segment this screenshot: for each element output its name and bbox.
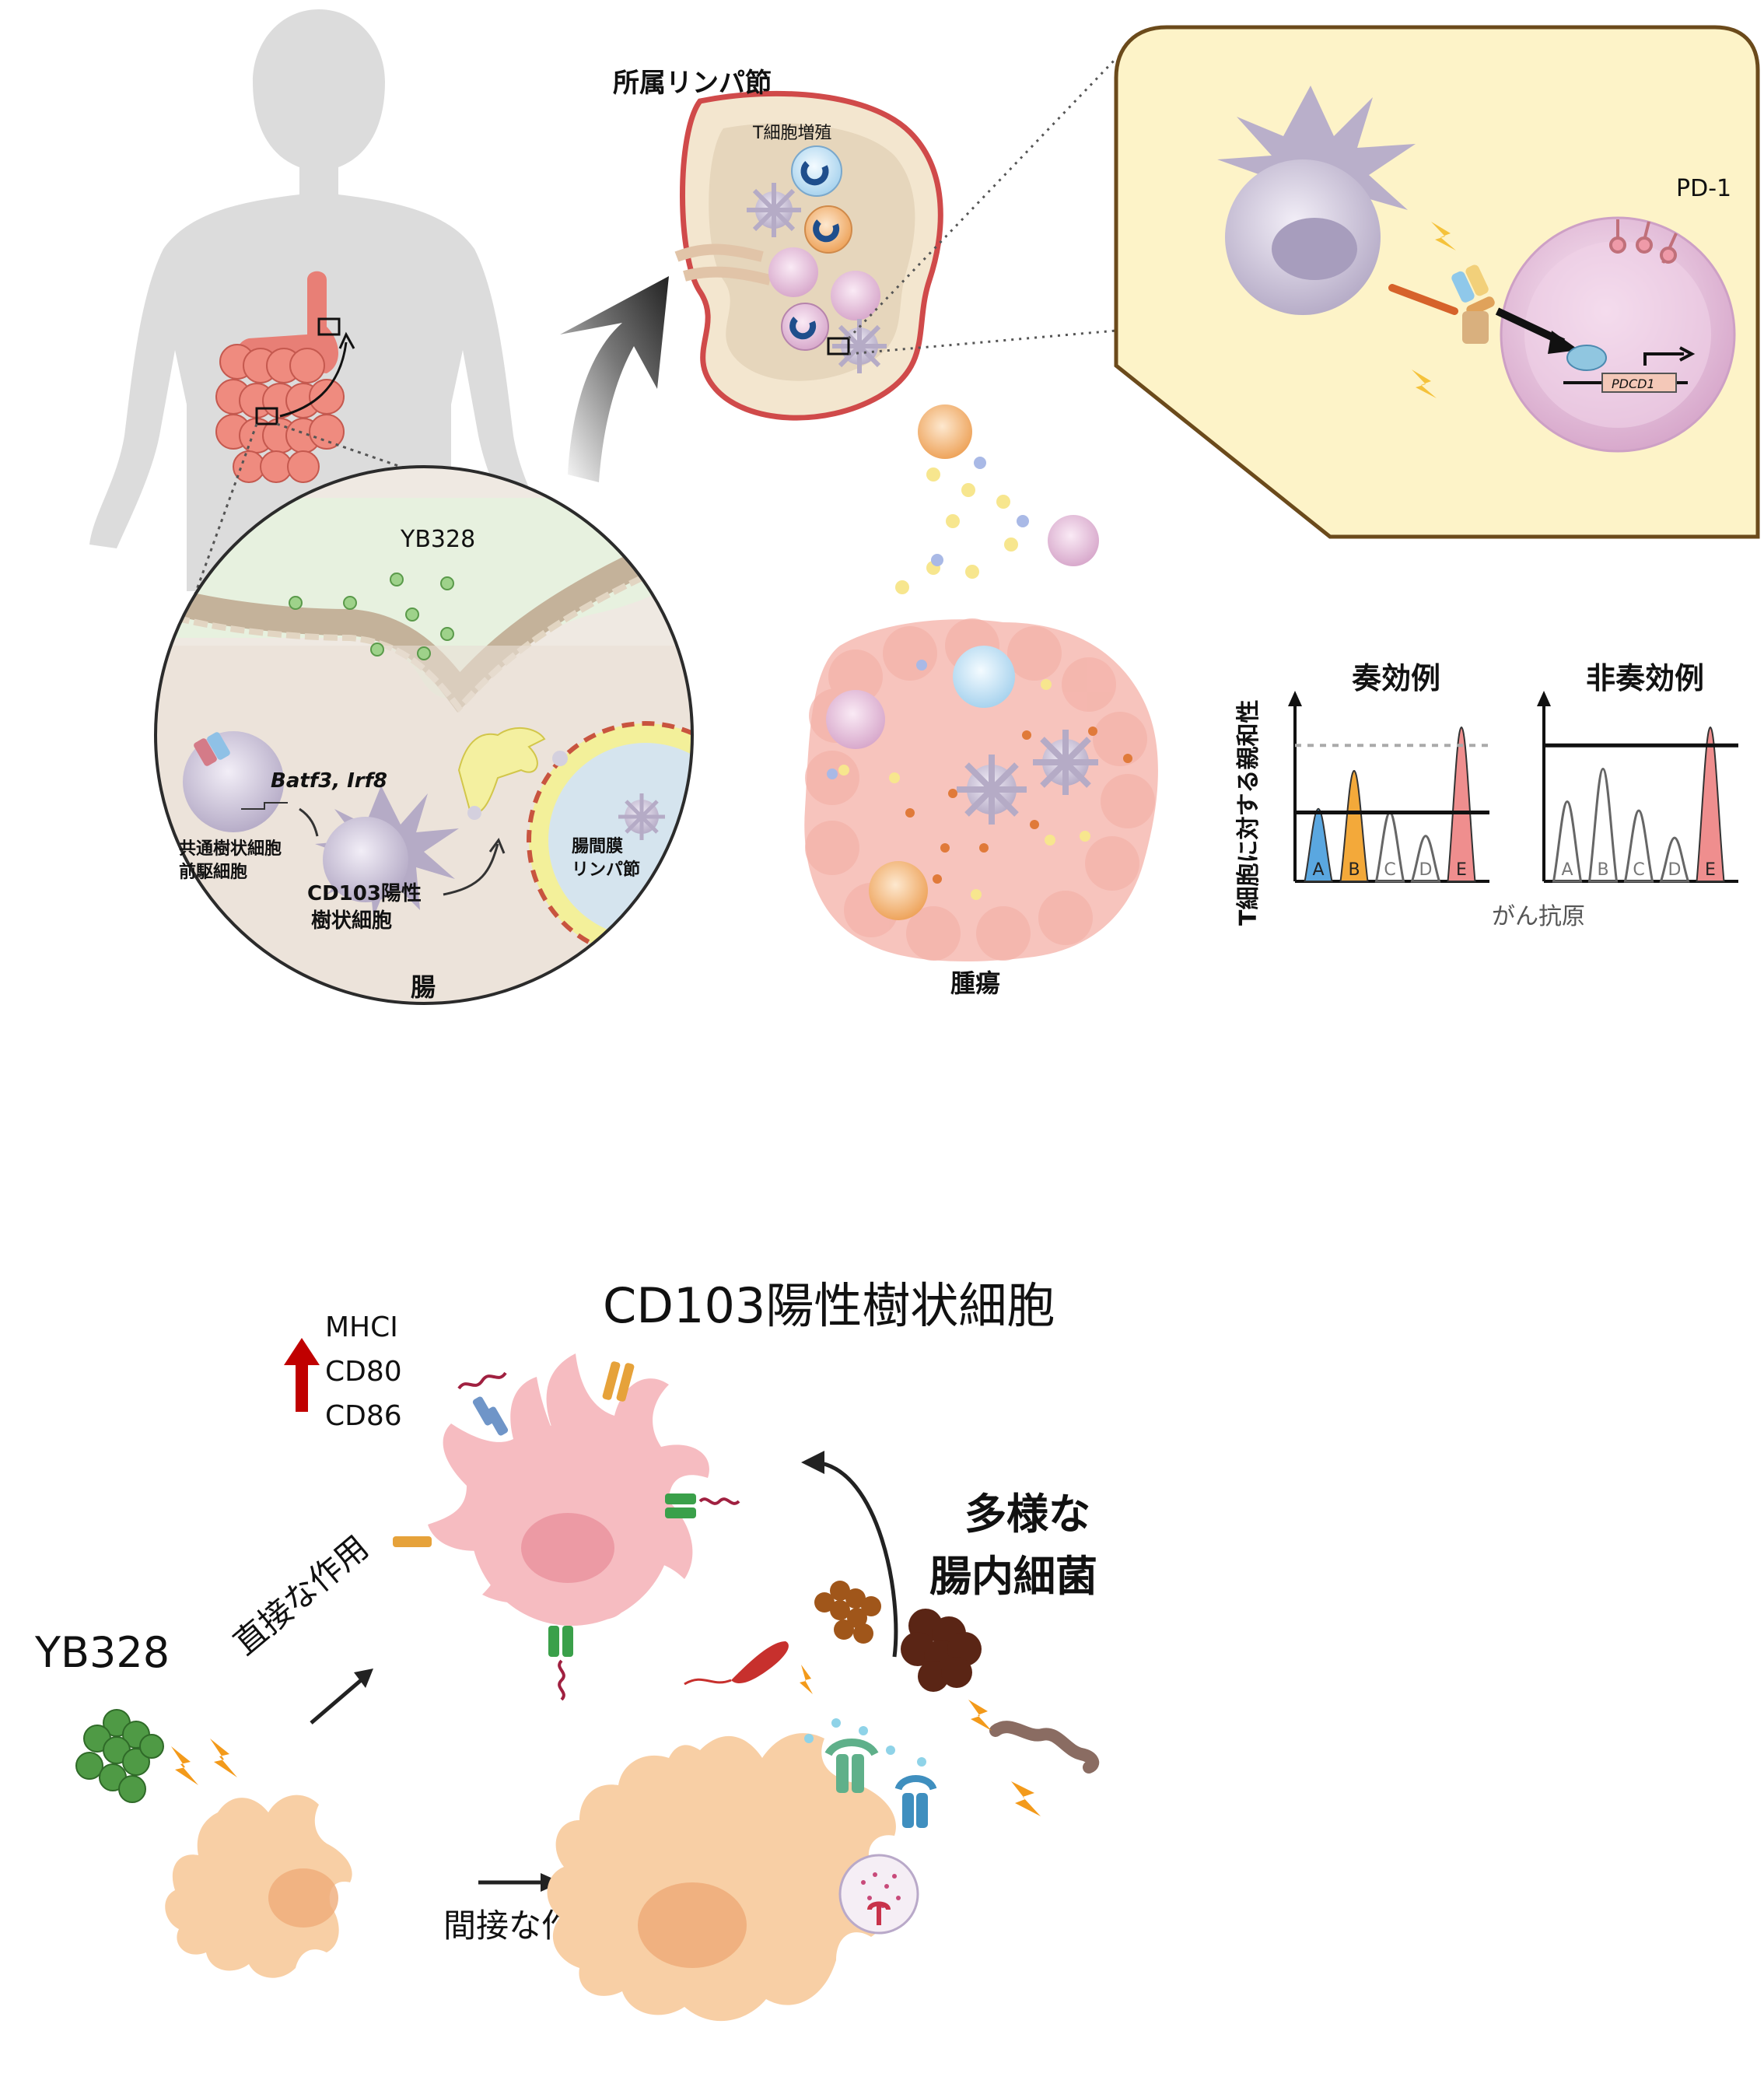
immature-dc-orange-cell bbox=[165, 1795, 352, 1978]
cd103-dc-gut bbox=[315, 786, 459, 918]
peak-A-panel-0 bbox=[1304, 807, 1333, 882]
diverse-bacteria-line1: 多様な bbox=[964, 1490, 1090, 1539]
tick-label-A-panel-1: A bbox=[1561, 860, 1573, 880]
diverse-bacteria-line2: 腸内細菌 bbox=[929, 1552, 1097, 1601]
lightning-icon bbox=[171, 1739, 237, 1785]
gut-zoom-circle bbox=[154, 465, 694, 1005]
peak-A-panel-1 bbox=[1552, 800, 1583, 883]
common-dc-precursor-line1: 共通樹状細胞 bbox=[179, 839, 282, 859]
tick-label-B-panel-0: B bbox=[1348, 860, 1360, 880]
peak-C-panel-1 bbox=[1623, 809, 1654, 883]
common-dc-precursor-line2: 前駆細胞 bbox=[179, 862, 247, 882]
tick-label-D-panel-1: D bbox=[1668, 860, 1682, 880]
tick-label-C-panel-1: C bbox=[1633, 860, 1644, 880]
t-cell-proliferation-label: T細胞増殖 bbox=[752, 124, 831, 143]
tick-label-A-panel-0: A bbox=[1312, 860, 1324, 880]
marker-mhci: MHCI bbox=[325, 1311, 398, 1343]
intestine-organ bbox=[215, 271, 355, 483]
lymph-node-cells bbox=[747, 145, 887, 373]
tick-label-C-panel-0: C bbox=[1384, 860, 1395, 880]
y-axis-arrow-panel-1 bbox=[1537, 691, 1551, 706]
tick-label-D-panel-0: D bbox=[1419, 860, 1433, 880]
cd103-dc-title: CD103陽性樹状細胞 bbox=[603, 1277, 1055, 1334]
tick-label-E-panel-1: E bbox=[1705, 860, 1716, 880]
yb328-gut-label: YB328 bbox=[400, 526, 475, 553]
direct-action-label: 直接な作用 bbox=[226, 1528, 376, 1662]
direct-action-label-group: 直接な作用 bbox=[226, 1528, 376, 1662]
peak-D-panel-1 bbox=[1659, 836, 1690, 883]
antigen-affinity-chart: 奏効例 A B C D E 非奏効例 A B C D E T細胞に対する親和性がん抗原 bbox=[1235, 661, 1738, 930]
y-axis-arrow-panel-0 bbox=[1288, 691, 1302, 706]
peak-D-panel-0 bbox=[1410, 835, 1441, 883]
zoom-line-left bbox=[189, 423, 258, 608]
peak-B-panel-1 bbox=[1587, 768, 1619, 883]
zoom-line-inset-bottom bbox=[848, 329, 1117, 355]
gut-bacteria-icons bbox=[684, 1581, 1100, 1816]
curved-arrow-to-cd103 bbox=[801, 1451, 898, 1658]
gene-label: Batf3, Irf8 bbox=[271, 769, 387, 793]
peak-E-panel-1 bbox=[1696, 726, 1725, 882]
interaction-inset-panel bbox=[1114, 25, 1760, 539]
pd1-label: PD-1 bbox=[1676, 175, 1731, 202]
cd103-dc-small-line1: CD103陽性 bbox=[307, 882, 422, 905]
y-axis-label: T細胞に対する親和性 bbox=[1235, 700, 1262, 926]
mesenteric-ln-line2: リンパ節 bbox=[572, 860, 640, 880]
big-arrow-to-lymph-node bbox=[560, 276, 669, 482]
activated-dc-orange-cell bbox=[547, 1718, 937, 2022]
tick-label-E-panel-0: E bbox=[1456, 860, 1467, 880]
lymph-node-title: 所属リンパ節 bbox=[613, 68, 772, 99]
cd103-dc-small-line2: 樹状細胞 bbox=[311, 909, 392, 933]
marker-cd80: CD80 bbox=[325, 1356, 402, 1388]
cd103-dc-pink-cell bbox=[393, 1353, 740, 1701]
pdcd1-gene-label: PDCD1 bbox=[1612, 376, 1655, 391]
direct-arrow bbox=[310, 1669, 373, 1725]
tick-label-B-panel-1: B bbox=[1597, 860, 1608, 880]
marker-cd86: CD86 bbox=[325, 1400, 402, 1432]
panel-title-1: 非奏効例 bbox=[1586, 661, 1704, 695]
migrating-cells bbox=[895, 404, 1099, 594]
yb328-bacteria-cluster-icon bbox=[75, 1709, 164, 1803]
tumor-label: 腫瘍 bbox=[950, 968, 1000, 998]
zoom-line-inset-top bbox=[847, 57, 1118, 340]
gut-label: 腸 bbox=[411, 972, 436, 1002]
up-arrow-icon bbox=[284, 1338, 320, 1412]
x-axis-label: がん抗原 bbox=[1492, 903, 1585, 930]
peak-E-panel-0 bbox=[1447, 726, 1476, 882]
yb328-bottom-label: YB328 bbox=[34, 1628, 170, 1677]
panel-title-0: 奏効例 bbox=[1352, 661, 1440, 695]
zoom-line-right bbox=[276, 422, 514, 507]
peak-B-panel-0 bbox=[1339, 769, 1369, 882]
mesenteric-ln-line1: 腸間膜 bbox=[572, 837, 623, 856]
tumor-mass bbox=[804, 618, 1158, 961]
